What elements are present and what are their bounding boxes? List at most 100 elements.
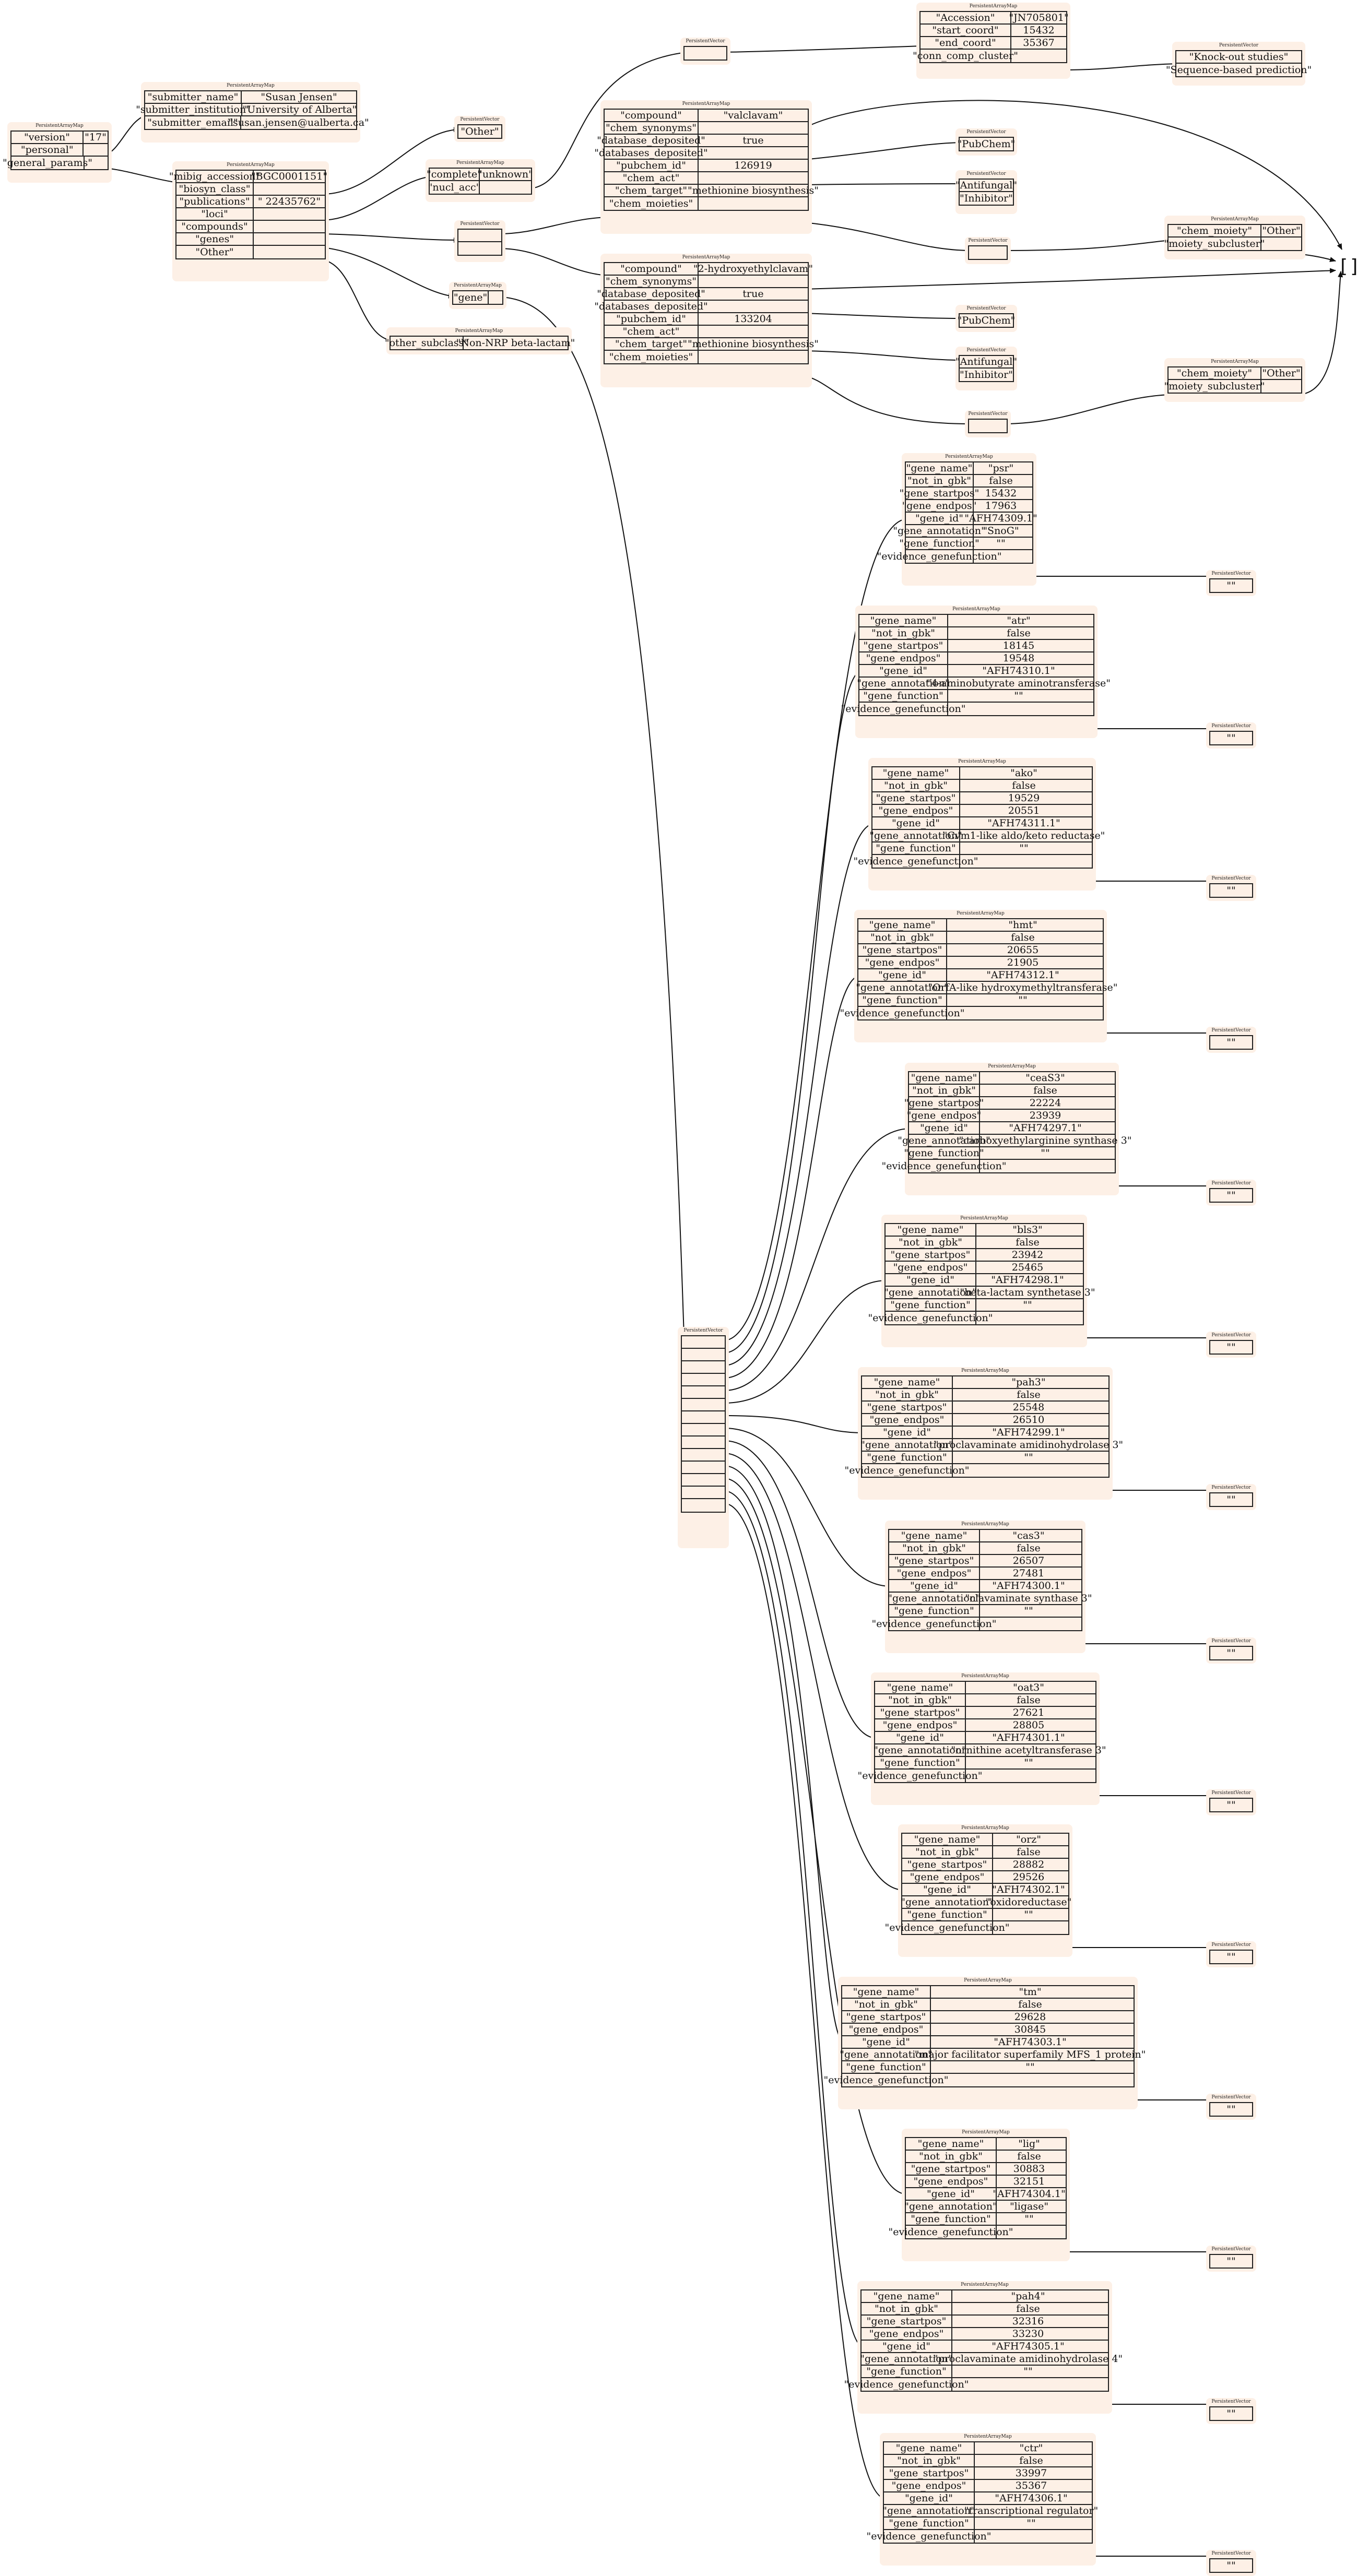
chem-target-value: "methionine biosynthesis" xyxy=(687,185,819,196)
submitter-name-key: "submitter_name" xyxy=(145,91,242,103)
gene-function-value: "" xyxy=(1024,1757,1033,1768)
evidence-vector: PersistentVector"" xyxy=(1206,2094,1256,2120)
other-ref[interactable] xyxy=(254,246,325,258)
gene-name-key: "gene_name" xyxy=(862,1376,953,1388)
gene-item-ref[interactable] xyxy=(682,1487,725,1498)
chem-moieties-ref[interactable] xyxy=(699,197,808,210)
gene-item-ref[interactable] xyxy=(682,1437,725,1448)
gene-endpos-value: 29526 xyxy=(1012,1871,1045,1883)
gene-id-key: "gene_id" xyxy=(859,665,948,676)
other-subclass-key: "other_subclass" xyxy=(384,337,469,349)
nucl-acc-item-ref[interactable] xyxy=(685,47,726,60)
chem-synonyms-ref[interactable] xyxy=(699,122,808,134)
chem-act-ref[interactable] xyxy=(699,172,808,184)
gene-item-ref[interactable] xyxy=(682,1399,725,1410)
gene-endpos-key: "gene_endpos" xyxy=(872,805,960,816)
evidence-genefunction-ref[interactable] xyxy=(997,2226,1061,2238)
chem-moiety-key: "chem_moiety" xyxy=(1169,225,1261,236)
databases-deposited-key: "databases_deposited" xyxy=(594,147,708,159)
chem-moieties-ref[interactable] xyxy=(699,351,808,363)
gene-startpos-value: 22224 xyxy=(1029,1097,1061,1109)
moiety-item-ref[interactable] xyxy=(969,246,1007,259)
evidence-genefunction-ref[interactable] xyxy=(931,2074,1129,2086)
not-in-gbk-value: false xyxy=(1017,1694,1041,1706)
evidence-genefunction-ref[interactable] xyxy=(966,1770,1091,1782)
gene-item-ref[interactable] xyxy=(682,1462,725,1473)
evidence-genefunction-ref[interactable] xyxy=(975,2530,1088,2543)
edge-gene-6 xyxy=(723,1415,865,1435)
gene-function-value: "" xyxy=(1024,1909,1033,1920)
gene-item-ref[interactable] xyxy=(682,1386,725,1398)
evidence-genefunction-key: "evidence_genefunction" xyxy=(866,2530,992,2543)
gene-function-key: "gene_function" xyxy=(884,2518,975,2529)
mibig-accession-value: "BGC0001151" xyxy=(251,171,328,182)
loci-ref[interactable] xyxy=(254,208,325,220)
conn-comp-cluster-ref[interactable] xyxy=(1011,50,1066,62)
evidence-genefunction-ref[interactable] xyxy=(948,703,1089,715)
evidence-genefunction-ref[interactable] xyxy=(953,1464,1104,1477)
node-type-label: PersistentArrayMap xyxy=(455,328,503,334)
databases-deposited-ref[interactable] xyxy=(699,301,808,312)
databases-deposited-ref[interactable] xyxy=(699,147,808,159)
gene-function-value: "" xyxy=(996,538,1006,549)
gene-endpos-key: "gene_endpos" xyxy=(902,1871,993,1883)
moiety-subcluster-ref[interactable] xyxy=(1261,238,1301,250)
conn-comp-cluster-vector: PersistentVector "Knock-out studies" "Se… xyxy=(1166,42,1312,86)
not-in-gbk-value: false xyxy=(1017,1389,1041,1400)
gene-id-key: "gene_id" xyxy=(875,1732,966,1743)
nucl-acc-ref[interactable] xyxy=(480,181,531,194)
genes-map: PersistentArrayMap "gene" xyxy=(449,282,506,309)
evidence-genefunction-ref[interactable] xyxy=(993,1921,1064,1934)
evidence-item: "" xyxy=(1226,2104,1236,2115)
gene-item-ref[interactable] xyxy=(682,1449,725,1461)
evidence-genefunction-ref[interactable] xyxy=(960,855,1088,868)
node-type-label: PersistentArrayMap xyxy=(36,123,84,128)
gene-endpos-value: 19548 xyxy=(1002,652,1035,664)
gene-name-key: "gene_name" xyxy=(884,2442,975,2454)
gene-endpos-key: "gene_endpos" xyxy=(886,1262,976,1273)
gene-item-ref[interactable] xyxy=(682,1336,725,1348)
gene-item-ref[interactable] xyxy=(682,1374,725,1385)
chem-act-key: "chem_act" xyxy=(605,326,699,337)
genes-ref[interactable] xyxy=(254,233,325,245)
evidence-genefunction-ref[interactable] xyxy=(974,550,1028,563)
moiety-item-ref[interactable] xyxy=(969,420,1007,432)
gene-item-ref[interactable] xyxy=(682,1361,725,1373)
gene-item-ref[interactable] xyxy=(682,1424,725,1435)
gene-startpos-value: 29628 xyxy=(1014,2011,1046,2023)
compound-item-ref[interactable] xyxy=(458,230,501,241)
databases-vector: PersistentVector "PubChem" xyxy=(955,128,1017,156)
gene-name-key: "gene_name" xyxy=(858,919,947,931)
edge-databases-2 xyxy=(803,313,962,321)
chem-synonyms-ref[interactable] xyxy=(699,276,808,287)
evidence-genefunction-ref[interactable] xyxy=(952,2378,1104,2391)
edge-moieties-1 xyxy=(803,222,972,253)
gene-item-ref[interactable] xyxy=(682,1499,725,1512)
compound-name: "2-hydroxyethylclavam" xyxy=(693,263,813,275)
gene-map: PersistentArrayMap"gene_name""ctr""not_i… xyxy=(866,2433,1098,2566)
compound-item-ref[interactable] xyxy=(458,242,501,255)
gene-item-ref[interactable] xyxy=(682,1349,725,1360)
database-deposited-key: "database_deposited" xyxy=(597,135,705,146)
personal-ref[interactable] xyxy=(84,144,108,156)
gene-name-value: "bls3" xyxy=(1012,1224,1043,1236)
compounds-ref[interactable] xyxy=(254,221,325,232)
moiety-subcluster-ref[interactable] xyxy=(1261,380,1301,393)
gene-item-ref[interactable] xyxy=(682,1474,725,1486)
gene-ref[interactable] xyxy=(489,291,502,304)
node-type-label: PersistentVector xyxy=(966,306,1006,311)
biosyn-class-ref[interactable] xyxy=(254,183,325,195)
evidence-genefunction-ref[interactable] xyxy=(976,1312,1079,1324)
gene-name-value: "ceaS3" xyxy=(1025,1072,1065,1084)
evidence-genefunction-ref[interactable] xyxy=(980,1618,1077,1630)
chem-target-key: "chem_target" xyxy=(605,338,699,350)
moiety-subcluster-key: "moiety_subcluster" xyxy=(1164,238,1265,250)
general-params-ref[interactable] xyxy=(85,157,108,169)
not-in-gbk-value: false xyxy=(1007,627,1031,639)
chem-act-ref[interactable] xyxy=(699,326,808,337)
gene-item-ref[interactable] xyxy=(682,1411,725,1423)
evidence-genefunction-ref[interactable] xyxy=(947,1007,1099,1019)
evidence-genefunction-ref[interactable] xyxy=(980,1160,1111,1172)
node-type-label: PersistentVector xyxy=(1211,2399,1251,2404)
gene-startpos-key: "gene_startpos" xyxy=(899,488,980,499)
